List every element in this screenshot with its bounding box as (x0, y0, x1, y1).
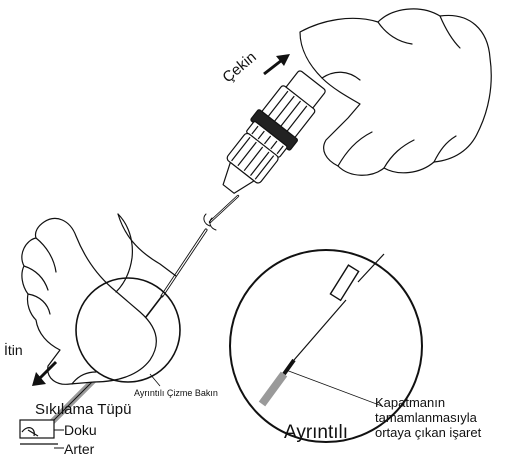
push-label: İtin (4, 343, 23, 358)
detail-title: Ayrıntılı (284, 423, 348, 443)
see-detail-label: Ayrıntılı Çizme Bakın (134, 389, 218, 398)
closure-mark-line-3: ortaya çıkan işaret (375, 426, 481, 441)
see-detail-leader (150, 374, 160, 386)
arrow-up-right-icon (264, 54, 290, 74)
left-hand (22, 214, 176, 384)
tube-label: Sıkılama Tüpü (35, 402, 131, 418)
tissue-artery (20, 420, 64, 448)
right-hand (300, 9, 491, 175)
tissue-label: Doku (64, 423, 97, 438)
closure-mark-line-2: tamamlanmasıyla (375, 411, 481, 426)
closure-mark-line-1: Kapatmanın (375, 396, 481, 411)
closure-mark-label: Kapatmanın tamamlanmasıyla ortaya çıkan … (375, 396, 481, 441)
artery-label: Arter (64, 442, 94, 457)
